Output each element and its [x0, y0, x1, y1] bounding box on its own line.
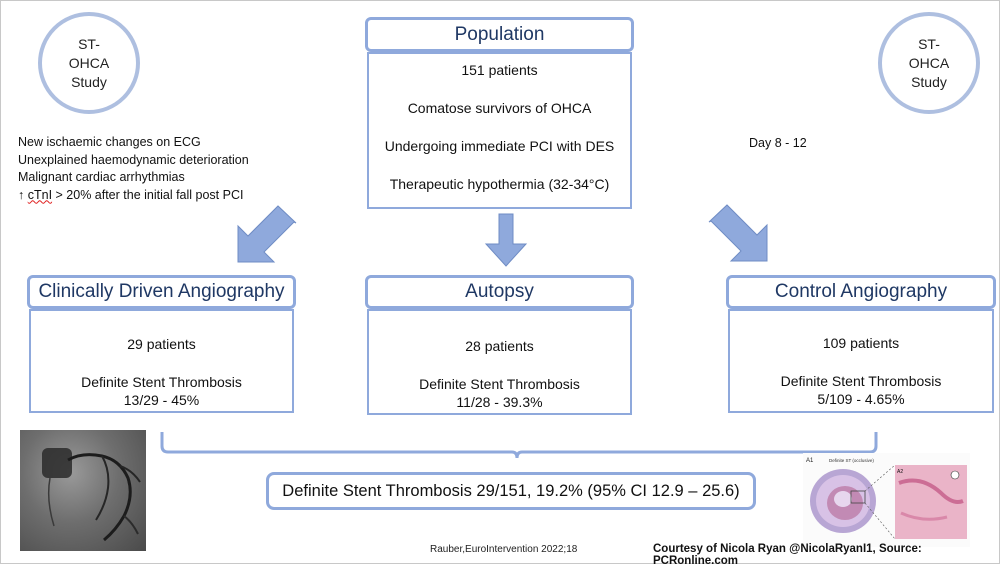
population-line-3: Undergoing immediate PCI with DES — [384, 138, 615, 154]
branch-patients-autopsy: 28 patients — [465, 338, 534, 354]
branch-box-autopsy: 28 patients Definite Stent Thrombosis 11… — [367, 309, 632, 415]
day-label: Day 8 - 12 — [749, 136, 807, 150]
criteria-line-1: New ischaemic changes on ECG — [18, 135, 201, 149]
study-badge-left: ST- OHCA Study — [38, 12, 140, 114]
branch-patients-clinical: 29 patients — [127, 336, 196, 352]
arrow-down-icon — [484, 213, 528, 267]
arrow-right-icon — [708, 204, 768, 262]
population-header: Population — [365, 17, 634, 52]
branch-box-clinical: 29 patients Definite Stent Thrombosis 13… — [29, 309, 294, 413]
branch-header-autopsy: Autopsy — [365, 275, 634, 309]
population-line-2: Comatose survivors of OHCA — [407, 100, 592, 116]
population-line-4: Therapeutic hypothermia (32-34°C) — [389, 176, 610, 192]
grouping-bracket — [160, 432, 878, 459]
ctni-term: cTnI — [27, 187, 53, 202]
branch-title-control: Control Angiography — [774, 281, 948, 302]
branch-rate-control: 5/109 - 4.65% — [817, 391, 905, 407]
study-badge-right: ST- OHCA Study — [878, 12, 980, 114]
angiography-vessels — [42, 448, 141, 542]
up-arrow-icon: ↑ — [18, 187, 25, 202]
branch-outcome-clinical: Definite Stent Thrombosis — [81, 374, 242, 390]
histology-panel-b-label: A2 — [897, 469, 903, 475]
histology-figure: A1 Definite ST (occlusive) A2 — [806, 458, 967, 540]
branch-rate-autopsy: 11/28 - 39.3% — [456, 394, 543, 410]
branch-rate-clinical: 13/29 - 45% — [123, 392, 200, 408]
branch-outcome-autopsy: Definite Stent Thrombosis — [419, 376, 580, 392]
histology-panel-a-label: A1 — [806, 458, 814, 464]
branch-header-clinical: Clinically Driven Angiography — [27, 275, 296, 309]
summary-text: Definite Stent Thrombosis 29/151, 19.2% … — [282, 481, 740, 500]
branch-header-control: Control Angiography — [726, 275, 996, 309]
criteria-line-3: Malignant cardiac arrhythmias — [18, 170, 185, 184]
branch-title-autopsy: Autopsy — [465, 281, 534, 302]
arrow-left-icon — [237, 205, 297, 263]
branch-outcome-control: Definite Stent Thrombosis — [780, 373, 942, 389]
population-title: Population — [454, 23, 545, 45]
angiography-image — [20, 430, 146, 551]
summary-box: Definite Stent Thrombosis 29/151, 19.2% … — [266, 472, 756, 510]
branch-patients-control: 109 patients — [822, 335, 900, 351]
criteria-line-4: ↑ cTnI > 20% after the initial fall post… — [18, 187, 244, 202]
population-line-1: 151 patients — [461, 62, 538, 78]
criteria-line-2: Unexplained haemodynamic deterioration — [18, 152, 249, 167]
population-box: 151 patients Comatose survivors of OHCA … — [367, 52, 632, 209]
source-credit: Courtesy of Nicola Ryan @NicolaRyanI1, S… — [653, 543, 922, 567]
branch-title-clinical: Clinically Driven Angiography — [38, 281, 285, 302]
clinical-criteria: New ischaemic changes on ECG Unexplained… — [18, 134, 249, 204]
citation: Rauber,EuroIntervention 2022;18 — [430, 544, 578, 555]
branch-box-control: 109 patients Definite Stent Thrombosis 5… — [728, 309, 994, 413]
histology-caption: Definite ST (occlusive) — [829, 458, 874, 463]
histology-image: A1 Definite ST (occlusive) A2 — [803, 453, 970, 547]
